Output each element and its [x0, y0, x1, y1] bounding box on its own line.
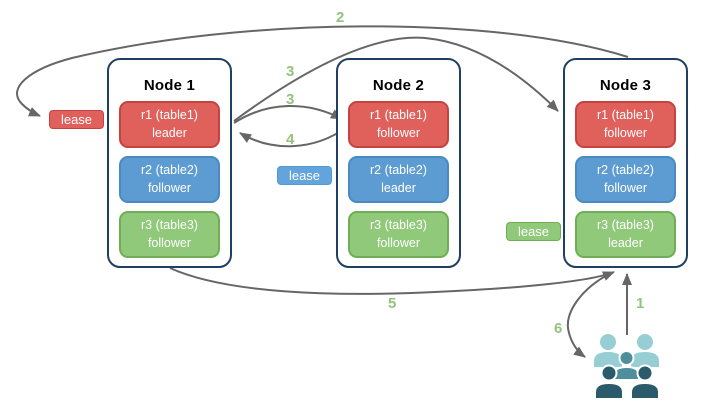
node-2: Node 2 r1 (table1) follower r2 (table2) … — [336, 58, 461, 268]
node-2-replica-r1: r1 (table1) follower — [348, 101, 449, 148]
users-icon — [594, 334, 660, 400]
replica-role: leader — [608, 235, 643, 250]
replica-name: r2 (table2) — [370, 163, 427, 177]
step-label-6: 6 — [554, 320, 563, 337]
replica-name: r1 (table1) — [597, 108, 654, 122]
node-3-replica-r1: r1 (table1) follower — [575, 101, 676, 148]
step-label-2: 2 — [336, 9, 345, 26]
node-2-replica-r2: r2 (table2) leader — [348, 156, 449, 203]
replica-name: r3 (table3) — [370, 218, 427, 232]
node-1-replica-r2: r2 (table2) follower — [119, 156, 220, 203]
arrow-step-3-to-node2 — [233, 104, 343, 124]
replica-role: follower — [603, 180, 648, 195]
replica-role: leader — [381, 180, 416, 195]
lease-badge-blue: lease — [277, 166, 332, 185]
node-1-replica-r1: r1 (table1) leader — [119, 101, 220, 148]
replica-name: r2 (table2) — [597, 163, 654, 177]
node-3-replica-r3: r3 (table3) leader — [575, 211, 676, 258]
step-label-5: 5 — [388, 295, 397, 312]
step-label-3-lower: 3 — [286, 91, 295, 108]
replica-role: follower — [376, 235, 421, 250]
replica-name: r1 (table1) — [370, 108, 427, 122]
step-label-3-upper: 3 — [286, 63, 295, 80]
node-2-title: Node 2 — [372, 77, 425, 94]
arrow-step-5 — [169, 267, 615, 295]
node-2-replica-r3: r3 (table3) follower — [348, 211, 449, 258]
step-label-4: 4 — [286, 131, 295, 148]
node-3-title: Node 3 — [599, 77, 652, 94]
replica-role: follower — [147, 180, 192, 195]
lease-badge-green: lease — [506, 222, 561, 241]
replica-name: r2 (table2) — [141, 163, 198, 177]
replica-name: r3 (table3) — [141, 218, 198, 232]
node-1-replica-r3: r3 (table3) follower — [119, 211, 220, 258]
replica-role: follower — [376, 125, 421, 140]
replica-name: r3 (table3) — [597, 218, 654, 232]
node-1: Node 1 r1 (table1) leader r2 (table2) fo… — [107, 58, 232, 268]
replica-role: follower — [147, 235, 192, 250]
node-3: Node 3 r1 (table1) follower r2 (table2) … — [563, 58, 688, 268]
node-1-title: Node 1 — [143, 77, 196, 94]
replica-role: follower — [603, 125, 648, 140]
replica-name: r1 (table1) — [141, 108, 198, 122]
replica-role: leader — [152, 125, 187, 140]
step-label-1: 1 — [636, 295, 645, 312]
lease-badge-red: lease — [49, 110, 104, 129]
node-3-replica-r2: r2 (table2) follower — [575, 156, 676, 203]
